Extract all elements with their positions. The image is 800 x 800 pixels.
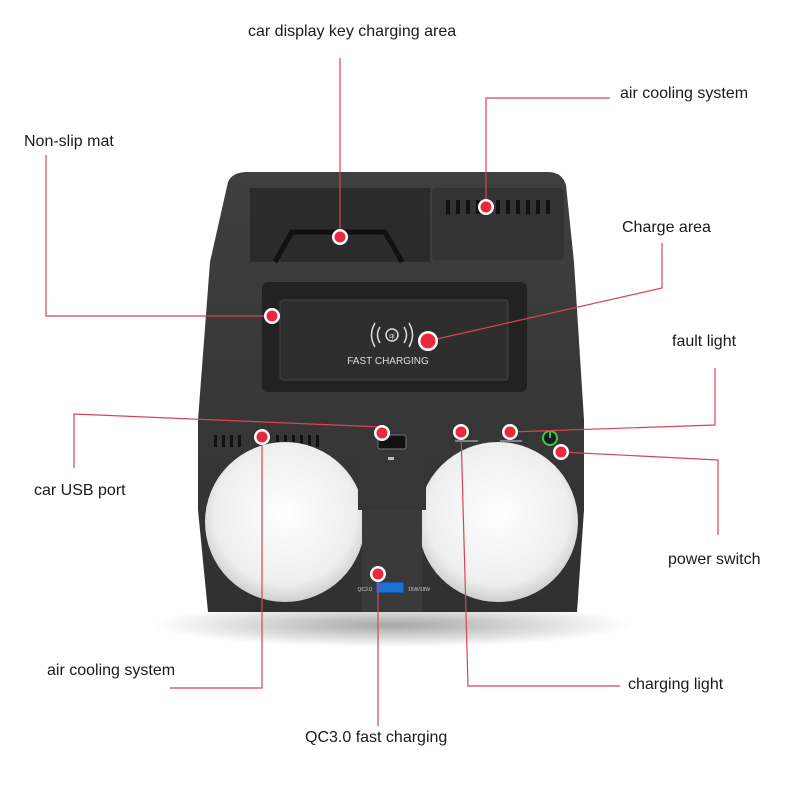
line-fault-light xyxy=(509,368,716,433)
line-power-switch xyxy=(560,451,719,535)
marker-non-slip xyxy=(264,308,280,324)
label-charge-area: Charge area xyxy=(622,219,711,236)
qi-symbol: qi xyxy=(389,333,395,340)
qc-port[interactable] xyxy=(375,581,405,594)
marker-charging-light xyxy=(453,424,469,440)
marker-fault-light xyxy=(502,424,518,440)
marker-usb-port xyxy=(374,425,390,441)
top-vent-block xyxy=(432,188,564,260)
line-charge-area xyxy=(427,243,663,342)
marker-air-cooling-top xyxy=(478,199,494,215)
callout-lines xyxy=(45,58,719,726)
right-cupholder xyxy=(418,442,578,602)
marker-power-switch xyxy=(553,444,569,460)
callout-markers xyxy=(254,199,569,582)
label-qc-fast: QC3.0 fast charging xyxy=(305,729,448,746)
marker-key-charging xyxy=(332,229,348,245)
marker-qc-fast xyxy=(370,566,386,582)
label-fault-light: fault light xyxy=(672,333,737,350)
line-air-cooling-bottom xyxy=(170,437,263,689)
center-bridge-top xyxy=(358,460,426,510)
qc-port-rating: 15W/18W xyxy=(408,587,430,593)
qc-port-label: QC3.0 xyxy=(358,587,373,593)
marker-charge-area xyxy=(418,331,438,351)
label-air-cooling-bottom: air cooling system xyxy=(47,662,176,679)
front-vent-slots xyxy=(214,435,319,447)
pad-text: FAST CHARGING xyxy=(347,356,429,367)
label-usb-port: car USB port xyxy=(34,482,126,499)
line-non-slip xyxy=(45,155,272,317)
label-air-cooling-top: air cooling system xyxy=(620,85,749,102)
left-cupholder xyxy=(205,442,365,602)
label-non-slip: Non-slip mat xyxy=(24,133,114,150)
center-bridge xyxy=(362,500,422,612)
label-charging-light: charging light xyxy=(628,676,724,693)
label-key-charging: car display key charging area xyxy=(248,23,457,40)
wireless-charging-icon xyxy=(370,322,414,348)
line-charging-light xyxy=(460,431,620,687)
marker-air-cooling-bottom xyxy=(254,429,270,445)
label-power-switch: power switch xyxy=(668,551,761,568)
line-air-cooling-top xyxy=(485,97,610,207)
device-shadow xyxy=(152,603,632,647)
